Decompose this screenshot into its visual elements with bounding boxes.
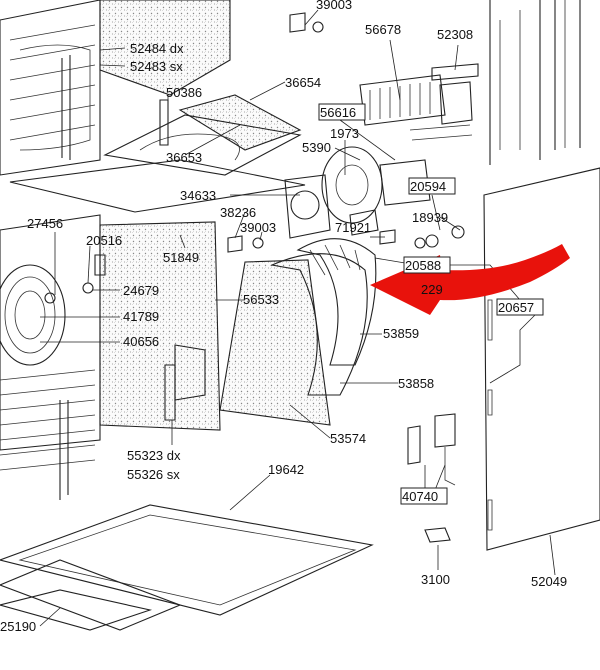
rear-insulation-56533: [219, 259, 331, 426]
label-34633: 34633: [180, 188, 216, 203]
side-panel-52049: [483, 167, 600, 551]
label-19642: 19642: [268, 462, 304, 477]
box-56616: [318, 103, 366, 121]
label-1973: 1973: [330, 126, 359, 141]
label-25190: 25190: [0, 619, 36, 634]
plate-36653: [103, 114, 302, 176]
fan-56678: [359, 74, 446, 126]
label-51849: 51849: [163, 250, 199, 265]
label-53574: 53574: [330, 431, 366, 446]
rear-chassis: [489, 0, 581, 165]
label-20657: 20657: [498, 300, 534, 315]
label-52483: 52483 sx: [130, 59, 183, 74]
label-55326: 55326 sx: [127, 467, 180, 482]
label-3100: 3100: [421, 572, 450, 587]
upper-oven-cavity: [0, 0, 231, 176]
label-20594: 20594: [410, 179, 446, 194]
box-20594: [408, 177, 456, 195]
label-229: 229: [421, 282, 443, 297]
label-71921: 71921: [335, 220, 371, 235]
label-20516: 20516: [86, 233, 122, 248]
label-52308: 52308: [437, 27, 473, 42]
red-callout-arrow: [370, 244, 570, 315]
label-40656: 40656: [123, 334, 159, 349]
label-56533: 56533: [243, 292, 279, 307]
label-41789: 41789: [123, 309, 159, 324]
label-36653: 36653: [166, 150, 202, 165]
top-insulation-36654: [178, 94, 302, 151]
box-20657: [496, 298, 544, 316]
box-40740: [400, 487, 448, 505]
bottom-tray-19642: [0, 504, 374, 616]
label-39003-mid: 39003: [240, 220, 276, 235]
lower-oven-cavity: [0, 214, 221, 500]
label-27456: 27456: [27, 216, 63, 231]
label-5390: 5390: [302, 140, 331, 155]
label-52484: 52484 dx: [130, 41, 184, 56]
label-56678: 56678: [365, 22, 401, 37]
label-56616: 56616: [320, 105, 356, 120]
label-39003-top: 39003: [316, 0, 352, 12]
label-53859: 53859: [383, 326, 419, 341]
label-52049: 52049: [531, 574, 567, 589]
label-38236: 38236: [220, 205, 256, 220]
label-55323: 55323 dx: [127, 448, 181, 463]
box-20588: [403, 256, 451, 274]
label-36654: 36654: [285, 75, 321, 90]
label-24679: 24679: [123, 283, 159, 298]
leader-lines: [39, 9, 556, 627]
label-50386: 50386: [166, 85, 202, 100]
label-40740: 40740: [402, 489, 438, 504]
label-18939: 18939: [412, 210, 448, 225]
label-53858: 53858: [398, 376, 434, 391]
label-20588: 20588: [405, 258, 441, 273]
plate-51849: [9, 159, 306, 213]
